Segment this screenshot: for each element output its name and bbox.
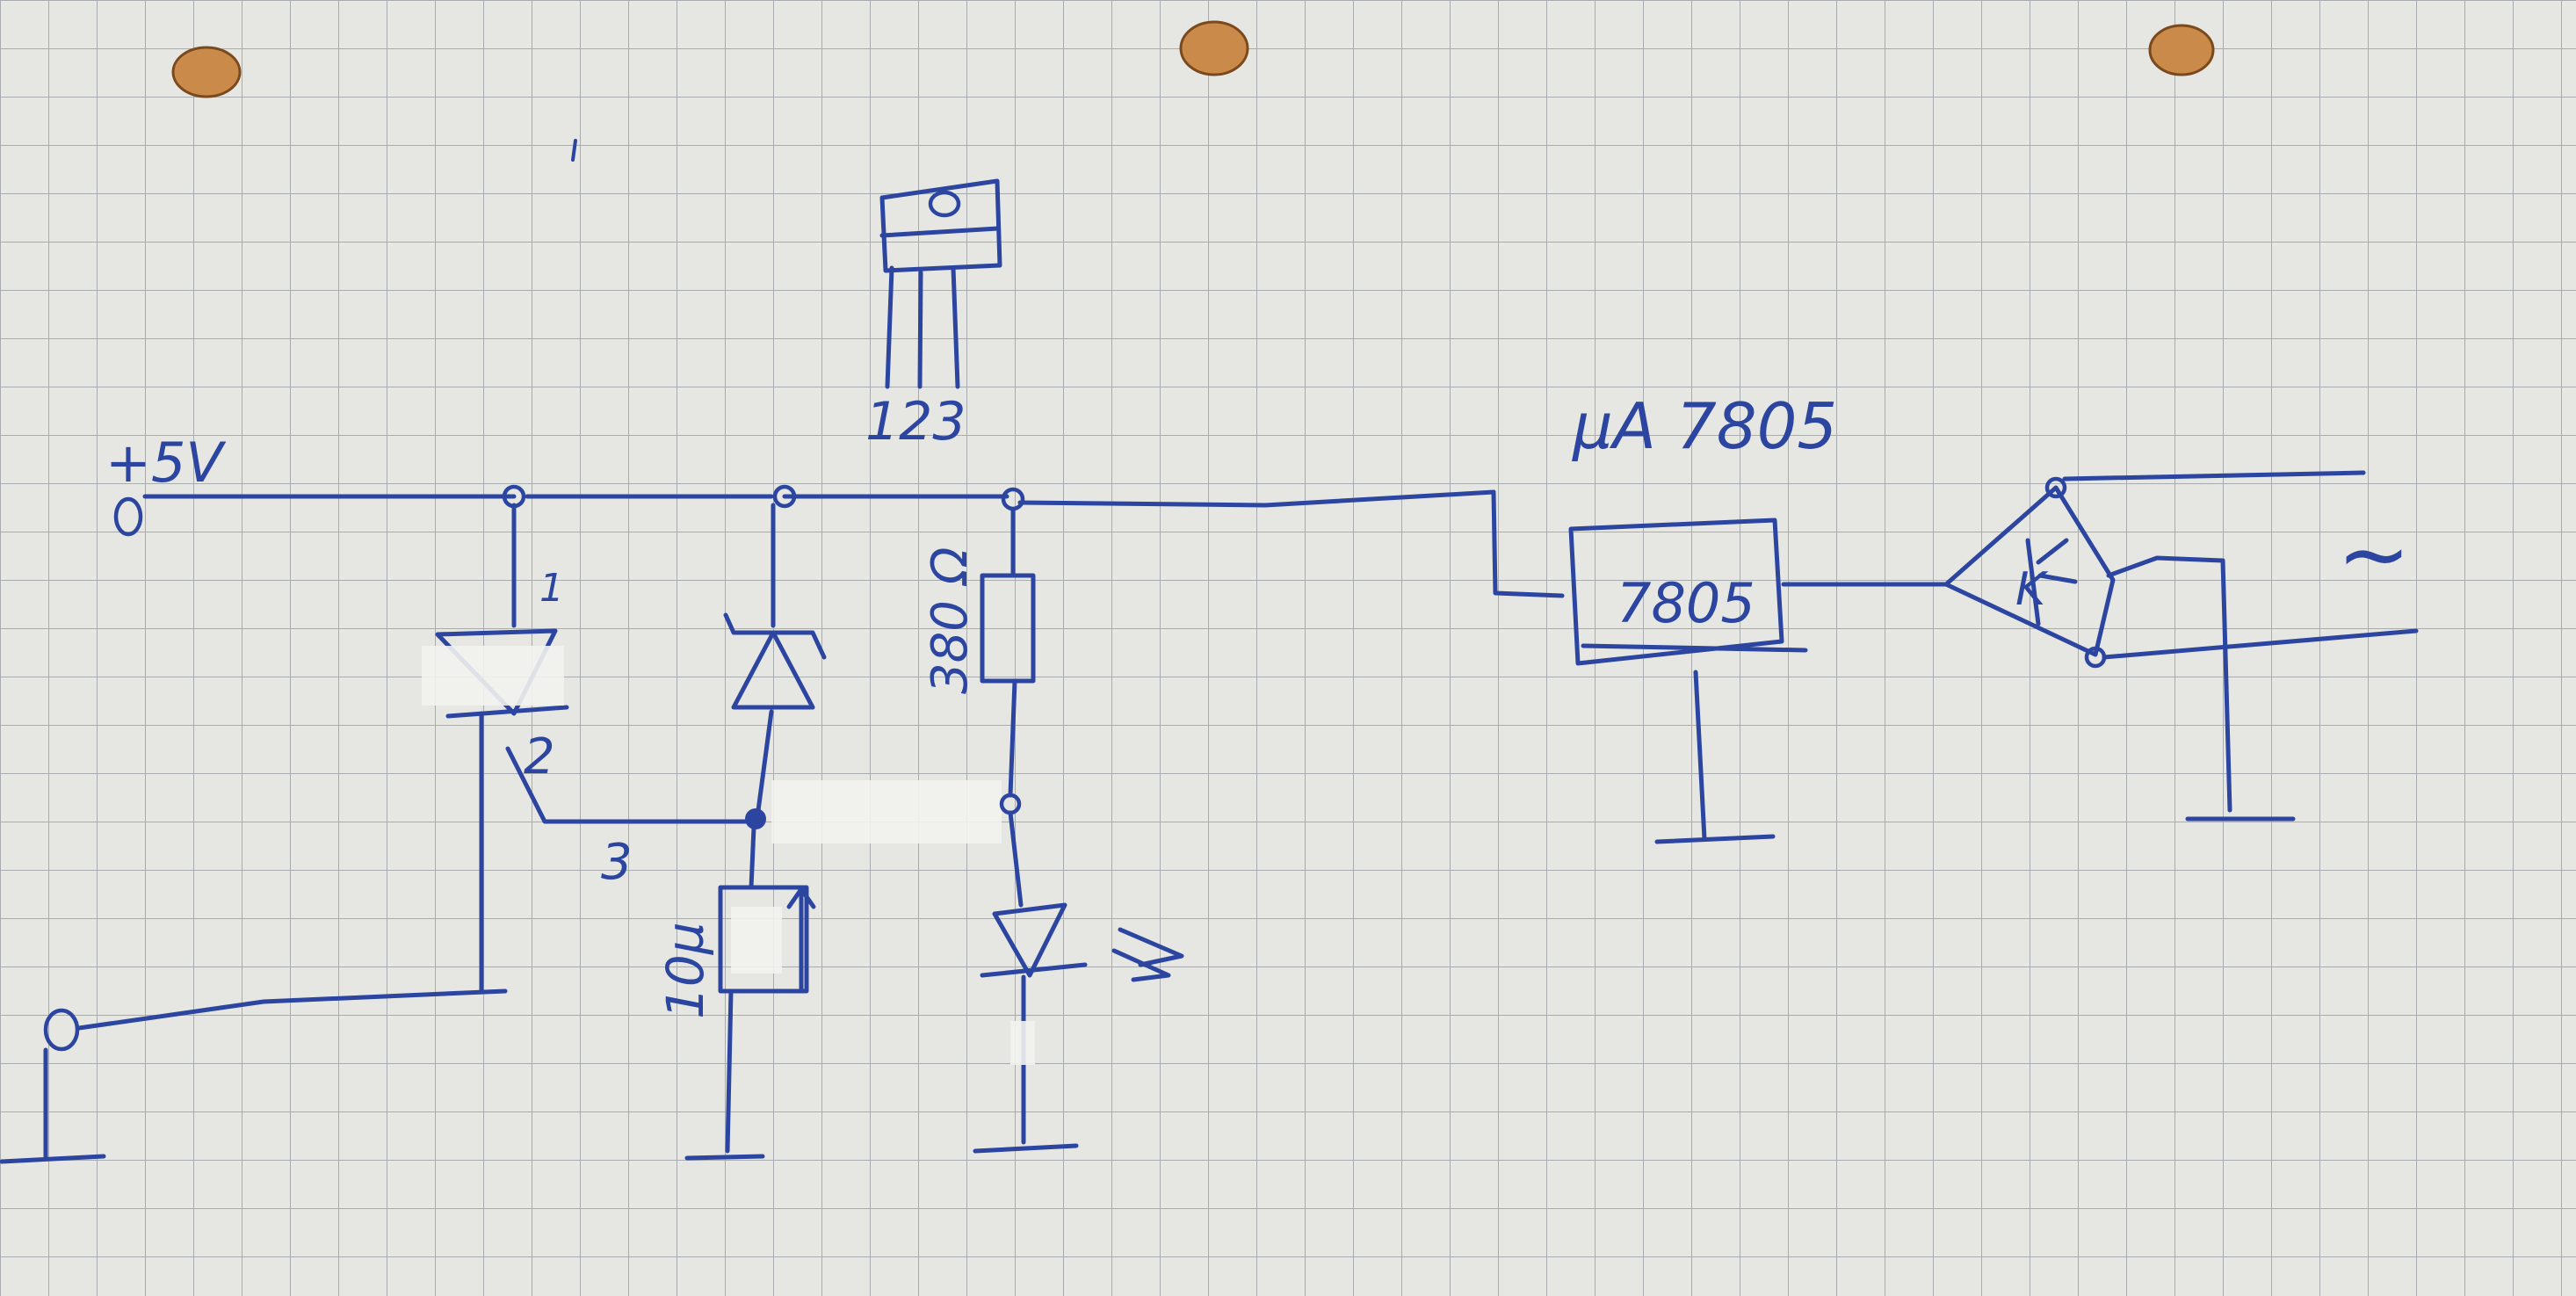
punch-hole-left (171, 46, 242, 98)
ac-input-label: ~ (2337, 503, 2411, 605)
pinout-label: 123 (865, 391, 966, 453)
tape-strip-capacitor (731, 907, 782, 974)
stray-mark (571, 139, 577, 162)
bridge-rectifier (1943, 470, 2419, 822)
regulator-body-label: 7805 (1617, 571, 1755, 635)
resistor-label: 380 Ω (922, 547, 979, 694)
pin1-label: 1 (539, 566, 564, 611)
capacitor (684, 825, 816, 1161)
pin2-label: 2 (524, 728, 555, 786)
punch-hole-right (2148, 24, 2215, 76)
resistor-led-branch (980, 507, 1036, 908)
regulator-label: µA 7805 (1572, 389, 1837, 463)
led (973, 902, 1184, 1154)
package-pinout (879, 178, 1002, 389)
voltage-regulator (1491, 489, 1949, 844)
tape-strip-led (1010, 1021, 1035, 1065)
rectifier-label: K (2015, 563, 2049, 616)
capacitor-label: 10µ (655, 922, 715, 1019)
three-terminal-device (422, 503, 758, 994)
supply-label: +5V (105, 431, 227, 495)
punch-hole-middle (1179, 20, 1249, 76)
tape-strip-node (771, 780, 1002, 843)
pin3-label: 3 (601, 834, 633, 891)
zener-diode (723, 503, 1002, 843)
tape-strip-device (422, 646, 564, 706)
ground-terminal (0, 988, 508, 1164)
